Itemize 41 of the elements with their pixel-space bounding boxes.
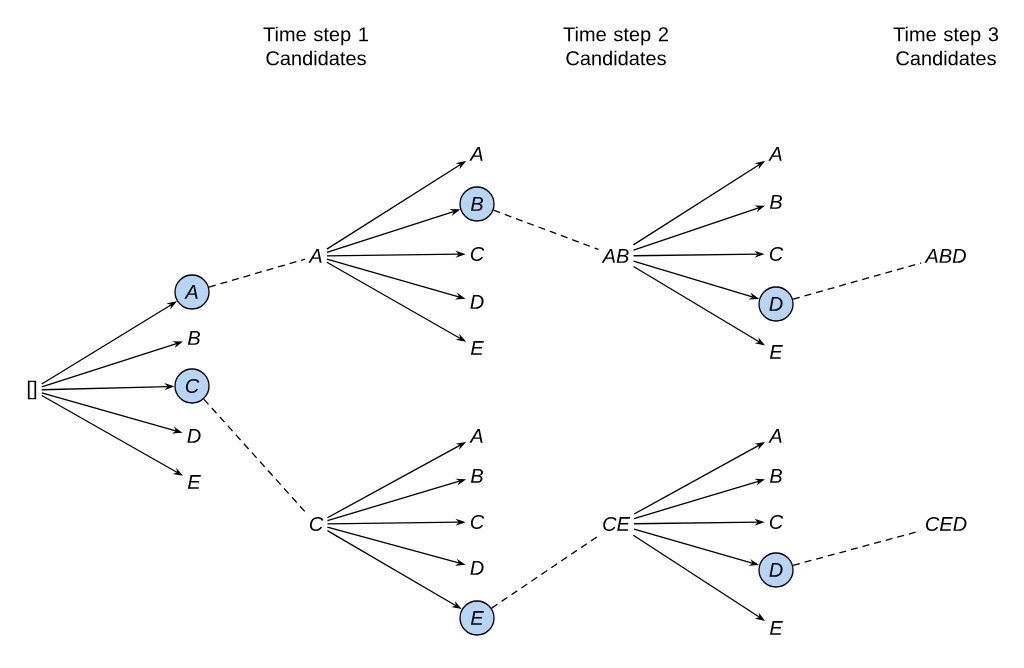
candidate-token: A — [768, 147, 782, 161]
dashed-connector — [792, 530, 922, 566]
start-token: [] — [27, 380, 37, 400]
highlighted-token: B — [459, 186, 495, 222]
dashed-connector — [203, 398, 307, 514]
highlighted-token: E — [459, 600, 495, 636]
candidate-token: D — [470, 561, 484, 575]
dashed-connector — [792, 262, 922, 300]
column-heading: Time step 2 Candidates — [563, 26, 668, 66]
candidate-token: A — [768, 429, 782, 443]
dashed-connector — [491, 534, 600, 609]
candidate-token: D — [187, 429, 201, 443]
candidate-token: D — [470, 295, 484, 309]
candidate-token: B — [769, 195, 782, 209]
column-heading: Time step 1 Candidates — [263, 26, 368, 66]
candidate-token: A — [469, 147, 483, 161]
candidate-token: C — [470, 246, 485, 262]
dashed-connector — [492, 209, 600, 251]
candidate-token: AB — [601, 249, 629, 263]
highlighted-token: D — [758, 552, 794, 588]
highlighted-token: D — [758, 286, 794, 322]
candidate-token: E — [769, 621, 783, 635]
candidate-token: C — [470, 514, 485, 530]
candidate-token: CE — [603, 516, 631, 532]
candidate-token: E — [769, 345, 783, 359]
candidate-token: CED — [926, 516, 967, 532]
column-heading: Time step 3 Candidates — [893, 26, 999, 66]
candidate-token: B — [470, 469, 483, 483]
candidate-token: C — [769, 246, 784, 262]
candidate-token: C — [769, 514, 784, 530]
candidate-token: C — [309, 516, 324, 532]
highlighted-token: A — [174, 274, 210, 310]
candidate-token: E — [470, 341, 484, 355]
candidate-token: B — [187, 331, 200, 345]
highlighted-token: C — [174, 368, 210, 404]
candidate-token: ABD — [924, 249, 966, 263]
candidate-token: E — [187, 475, 201, 489]
candidate-token: A — [308, 249, 322, 263]
dashed-connector — [208, 258, 306, 288]
candidate-token: B — [769, 469, 782, 483]
candidate-token: A — [469, 429, 483, 443]
